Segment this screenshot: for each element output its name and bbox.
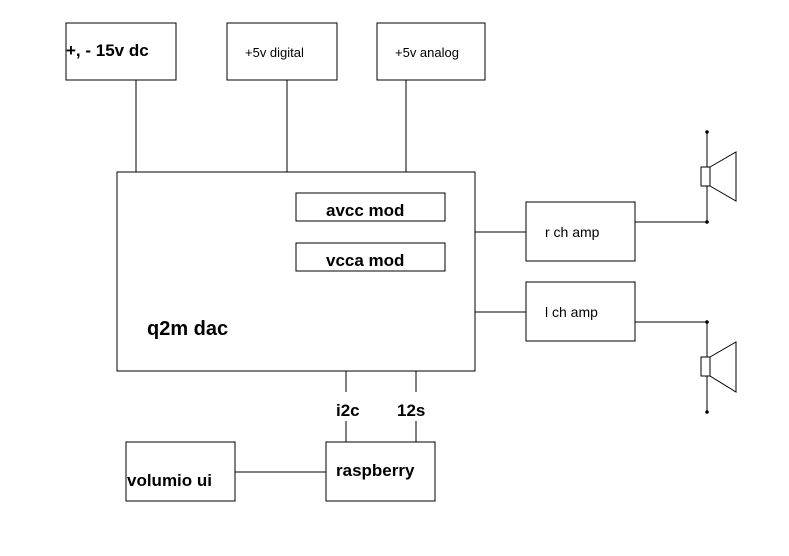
l-amp-label: l ch amp bbox=[545, 304, 598, 320]
supply-pm15-label: +, - 15v dc bbox=[66, 41, 149, 60]
right-speaker-icon bbox=[700, 151, 737, 202]
vcca-mod-box bbox=[295, 242, 446, 272]
avcc-mod-label: avcc mod bbox=[326, 201, 404, 220]
volumio-ui-box bbox=[125, 441, 236, 502]
l-speaker-terminal-bottom bbox=[705, 410, 709, 414]
vcca-mod-label: vcca mod bbox=[326, 251, 404, 270]
supply-analog-label: +5v analog bbox=[395, 45, 459, 60]
avcc-mod-box bbox=[295, 192, 446, 222]
dac-label: q2m dac bbox=[147, 318, 228, 340]
r-amp-label: r ch amp bbox=[545, 224, 600, 240]
i2c-label: i2c bbox=[336, 401, 360, 420]
supply-digital-box bbox=[226, 22, 338, 81]
left-speaker-icon bbox=[700, 341, 737, 393]
r-amp-box bbox=[525, 201, 636, 262]
r-speaker-terminal-bottom bbox=[705, 220, 709, 224]
volumio-ui-label: volumio ui bbox=[127, 471, 212, 490]
supply-digital-label: +5v digital bbox=[245, 45, 304, 60]
raspberry-label: raspberry bbox=[336, 461, 415, 480]
i2s-label: 12s bbox=[397, 401, 425, 420]
r-speaker-terminal-top bbox=[705, 130, 709, 134]
l-amp-box bbox=[525, 281, 636, 342]
supply-pm15-box bbox=[65, 22, 177, 81]
raspberry-box bbox=[325, 441, 436, 502]
supply-analog-box bbox=[376, 22, 486, 81]
l-speaker-terminal-top bbox=[705, 320, 709, 324]
